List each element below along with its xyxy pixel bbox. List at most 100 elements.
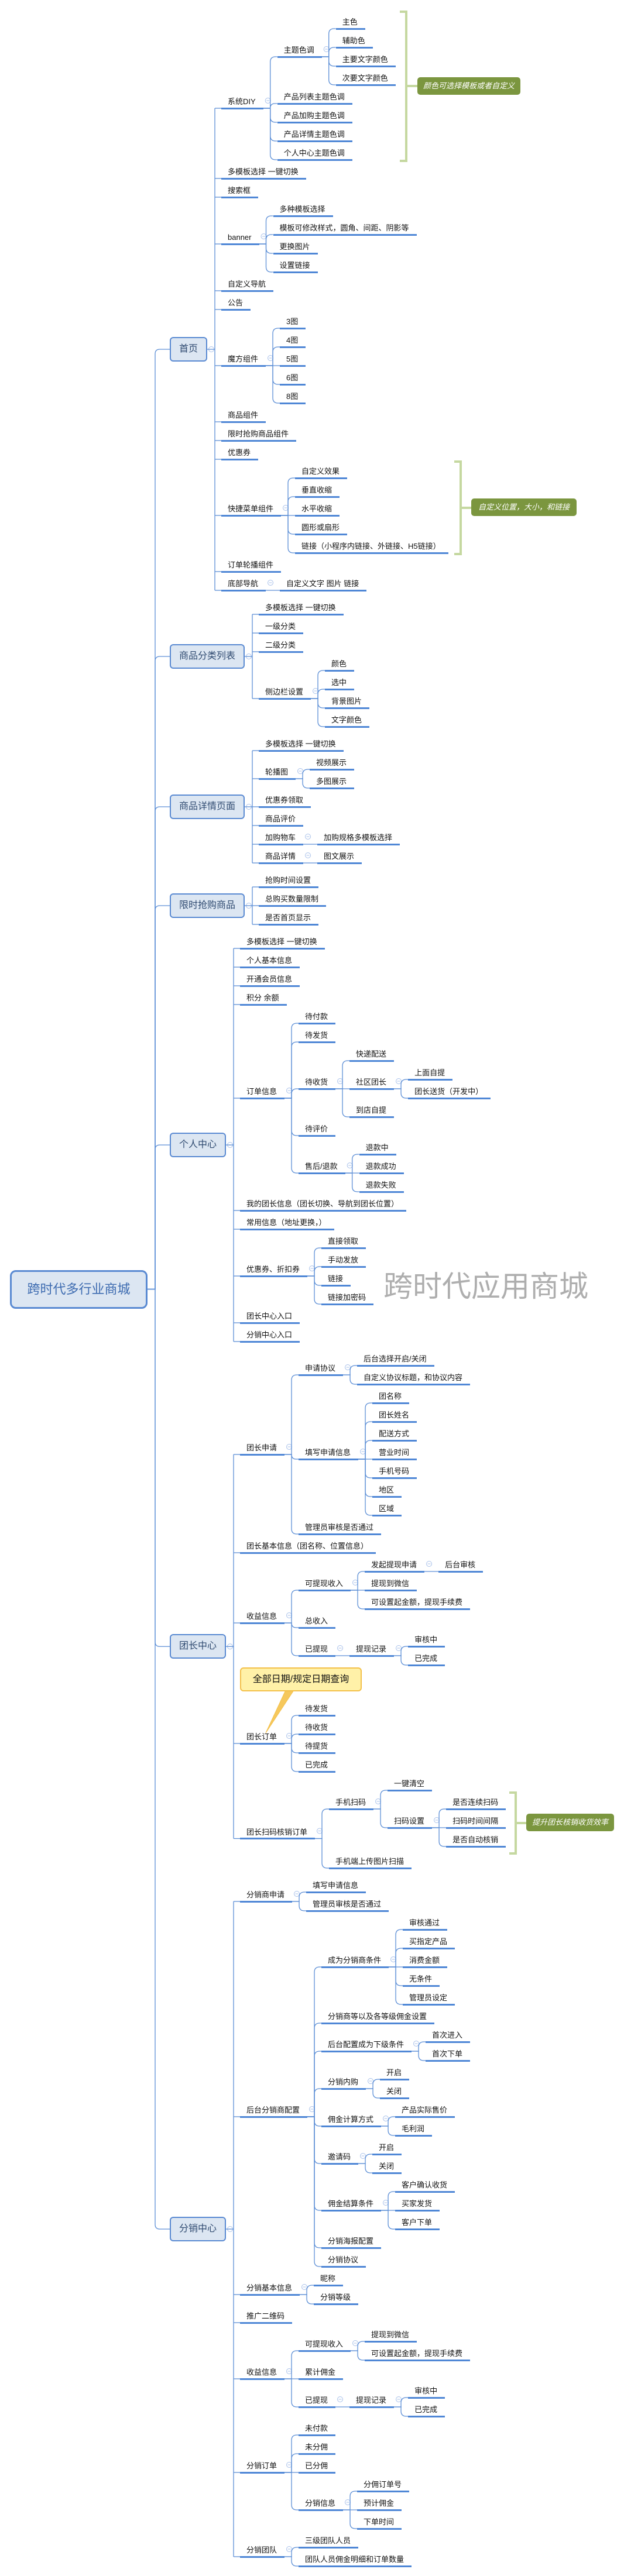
date-query-note[interactable]: 全部日期/规定日期查询	[240, 1667, 362, 1691]
leaf-topic[interactable]: 产品列表主题色调	[283, 92, 345, 101]
subtopic[interactable]: 分销内购	[328, 2078, 359, 2086]
leaf-topic[interactable]: 提现到微信	[371, 2330, 410, 2339]
leaf-topic[interactable]: 审核中	[414, 1635, 438, 1644]
leaf-topic[interactable]: 辅助色	[342, 36, 365, 45]
collapse-icon[interactable]	[309, 1265, 316, 1271]
leaf-topic[interactable]: 营业时间	[379, 1448, 410, 1457]
leaf-topic[interactable]: 已完成	[414, 1654, 438, 1663]
leaf-topic[interactable]: 主色	[342, 18, 358, 26]
leaf-topic[interactable]: 主要文字颜色	[342, 55, 388, 64]
leaf-topic[interactable]: 已完成	[305, 1760, 328, 1769]
leaf-topic[interactable]: 开通会员信息	[246, 975, 293, 983]
leaf-topic[interactable]: 8图	[286, 392, 299, 401]
collapse-icon[interactable]	[265, 98, 271, 104]
leaf-topic[interactable]: 链接加密码	[328, 1293, 366, 1302]
leaf-topic[interactable]: 商品评价	[265, 814, 296, 823]
collapse-icon[interactable]	[294, 1891, 300, 1897]
leaf-topic[interactable]: 自定义导航	[228, 280, 266, 288]
collapse-icon[interactable]	[352, 1580, 359, 1586]
leaf-topic[interactable]: 昵称	[320, 2274, 336, 2283]
leaf-topic[interactable]: 次要文字颜色	[342, 74, 388, 82]
leaf-topic[interactable]: 审核中	[414, 2386, 438, 2395]
leaf-topic[interactable]: 多模板选择 一键切换	[228, 167, 299, 176]
collapse-icon[interactable]	[297, 768, 304, 774]
leaf-topic[interactable]: 已完成	[414, 2405, 438, 2414]
main-topic[interactable]: 首页	[170, 337, 208, 362]
subtopic[interactable]: 底部导航	[228, 579, 259, 588]
main-topic[interactable]: 分销中心	[170, 2217, 227, 2241]
collapse-icon[interactable]	[434, 1817, 440, 1823]
leaf-topic[interactable]: 是否自动核销	[452, 1835, 499, 1844]
leaf-topic[interactable]: 公告	[228, 298, 244, 307]
leaf-topic[interactable]: 可设置起金额，提现手续费	[371, 2349, 463, 2358]
leaf-topic[interactable]: 可设置起金额，提现手续费	[371, 1598, 463, 1607]
subtopic[interactable]: 收益信息	[246, 1612, 277, 1621]
leaf-topic[interactable]: 背景图片	[331, 697, 362, 706]
subtopic[interactable]: 后台分销商配置	[246, 2106, 300, 2114]
leaf-topic[interactable]: 链接（小程序内链接、外链接、H5链接）	[301, 542, 441, 551]
leaf-topic[interactable]: 退款成功	[365, 1162, 396, 1171]
leaf-topic[interactable]: 三级团队人员	[305, 2536, 351, 2545]
leaf-topic[interactable]: 文字颜色	[331, 716, 362, 724]
collapse-icon[interactable]	[345, 1364, 351, 1370]
leaf-topic[interactable]: 下单时间	[364, 2517, 395, 2526]
leaf-topic[interactable]: 分销等级	[320, 2293, 351, 2302]
leaf-topic[interactable]: 多模板选择 一键切换	[265, 603, 336, 612]
leaf-topic[interactable]: 团队人员佣金明细和订单数量	[305, 2555, 404, 2564]
leaf-topic[interactable]: 团长姓名	[379, 1411, 410, 1419]
collapse-icon[interactable]	[360, 1449, 366, 1454]
leaf-topic[interactable]: 水平收缩	[301, 504, 332, 513]
leaf-topic[interactable]: 一键清空	[394, 1779, 425, 1788]
leaf-topic[interactable]: 6图	[286, 373, 299, 382]
collapse-icon[interactable]	[309, 2106, 316, 2112]
leaf-topic[interactable]: 加购规格多模板选择	[324, 833, 393, 842]
subtopic[interactable]: 商品详情	[265, 852, 296, 861]
leaf-topic[interactable]: 未付款	[305, 2424, 328, 2433]
leaf-topic[interactable]: 个人中心主题色调	[283, 149, 345, 157]
subtopic[interactable]: 团长申请	[246, 1443, 277, 1452]
collapse-icon[interactable]	[413, 2041, 420, 2047]
leaf-topic[interactable]: 分销海报配置	[328, 2237, 374, 2245]
leaf-topic[interactable]: 手机号码	[379, 1467, 410, 1476]
main-topic[interactable]: 商品分类列表	[170, 644, 245, 669]
leaf-topic[interactable]: 管理员审核是否通过	[305, 1523, 374, 1532]
leaf-topic[interactable]: 关闭	[386, 2087, 402, 2096]
leaf-topic[interactable]: 多种模板选择	[279, 205, 325, 214]
leaf-topic[interactable]: 设置链接	[279, 261, 310, 270]
leaf-topic[interactable]: 上面自提	[414, 1068, 445, 1077]
leaf-topic[interactable]: 配送方式	[379, 1429, 410, 1438]
leaf-topic[interactable]: 客户下单	[402, 2218, 433, 2227]
summary-color-options[interactable]: 颜色可选择模板或者自定义	[417, 77, 520, 95]
leaf-topic[interactable]: 总购买数量限制	[265, 895, 319, 903]
leaf-topic[interactable]: 二级分类	[265, 641, 296, 649]
leaf-topic[interactable]: 优惠券	[228, 448, 251, 457]
leaf-topic[interactable]: 产品加购主题色调	[283, 111, 345, 120]
leaf-topic[interactable]: 总收入	[305, 1617, 328, 1625]
leaf-topic[interactable]: 预计佣金	[364, 2499, 395, 2508]
leaf-topic[interactable]: 自定义效果	[301, 467, 340, 476]
subtopic[interactable]: 收益信息	[246, 2368, 277, 2376]
leaf-topic[interactable]: 多图展示	[316, 777, 347, 786]
collapse-icon[interactable]	[268, 355, 274, 361]
leaf-topic[interactable]: 买指定产品	[409, 1937, 448, 1946]
subtopic[interactable]: 快捷菜单组件	[228, 504, 274, 513]
collapse-icon[interactable]	[337, 2396, 344, 2402]
collapse-icon[interactable]	[286, 2462, 293, 2468]
leaf-topic[interactable]: 模板可修改样式，圆角、间距、阴影等	[279, 223, 409, 232]
leaf-topic[interactable]: 限时抢购商品组件	[228, 429, 289, 438]
leaf-topic[interactable]: 圆形或扇形	[301, 523, 340, 532]
subtopic[interactable]: 成为分销商条件	[328, 1956, 382, 1965]
leaf-topic[interactable]: 到店自提	[356, 1106, 387, 1115]
subtopic[interactable]: 分销信息	[305, 2499, 336, 2508]
collapse-icon[interactable]	[347, 1163, 353, 1168]
leaf-topic[interactable]: 颜色	[331, 659, 347, 668]
subtopic[interactable]: 社区团长	[356, 1078, 387, 1086]
leaf-topic[interactable]: 关闭	[379, 2162, 395, 2171]
root-topic[interactable]: 跨时代多行业商城	[10, 1270, 148, 1309]
leaf-topic[interactable]: 订单轮播组件	[228, 560, 274, 569]
summary-scan-efficiency[interactable]: 提升团长核销收货效率	[526, 1814, 614, 1831]
leaf-topic[interactable]: 扫码时间间隔	[452, 1817, 499, 1825]
collapse-icon[interactable]	[345, 2499, 351, 2505]
subtopic[interactable]: 提现记录	[356, 1645, 387, 1653]
collapse-icon[interactable]	[313, 688, 319, 694]
